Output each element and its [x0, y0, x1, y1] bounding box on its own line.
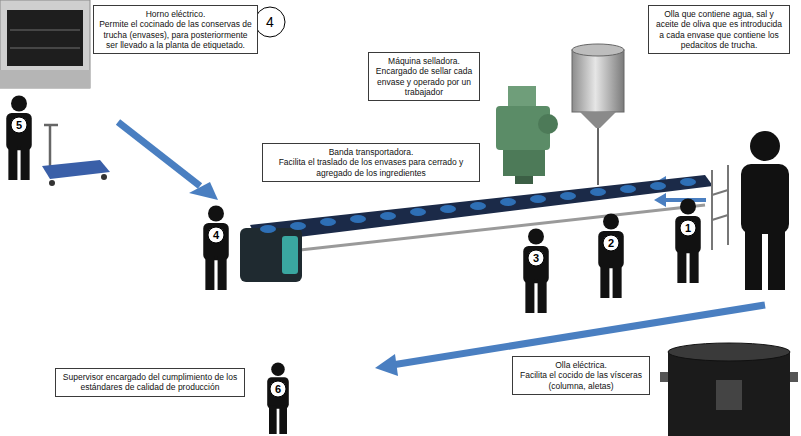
- callout-number: 4: [213, 230, 219, 241]
- box-text: Supervisor encargado del cumplimiento de…: [61, 372, 239, 393]
- note-box: Banda transportadora.Facilita el traslad…: [262, 143, 480, 182]
- callout-number: 6: [275, 384, 281, 395]
- workers: [6, 96, 789, 434]
- box-heading: Banda transportadora.: [268, 147, 474, 157]
- box-text: Encargado de sellar cada envase y operad…: [374, 66, 474, 97]
- note-box: Olla que contiene agua, sal y aceite de …: [648, 5, 790, 54]
- callout-number: 2: [608, 238, 614, 249]
- note-box: Máquina selladora.Encargado de sellar ca…: [368, 52, 480, 101]
- box-text: Facilita el cocido de las vísceras (colu…: [518, 370, 644, 391]
- callout-number: 5: [16, 120, 22, 131]
- conveyor-belt: [240, 175, 713, 282]
- box-text: Facilita el traslado de los envases para…: [268, 157, 474, 178]
- number-circles: [11, 7, 696, 397]
- box-heading: Olla eléctrica.: [518, 360, 644, 370]
- sealing-machine: [496, 86, 558, 184]
- electric-pot: [660, 343, 798, 436]
- brine-pot: [572, 44, 624, 185]
- box-heading: Horno eléctrico.: [99, 9, 252, 19]
- note-box: Supervisor encargado del cumplimiento de…: [55, 368, 245, 397]
- box-heading: Máquina selladora.: [374, 56, 474, 66]
- box-text: Olla que contiene agua, sal y aceite de …: [654, 9, 784, 50]
- note-box: Horno eléctrico.Permite el cocinado de l…: [93, 5, 258, 54]
- oven: [0, 0, 90, 88]
- box-text: Permite el cocinado de las conservas de …: [99, 19, 252, 50]
- flow-arrows: [118, 122, 765, 376]
- callout-number: 3: [533, 253, 539, 264]
- cart: [42, 125, 110, 186]
- shelf-rack: [712, 165, 728, 250]
- note-box: Olla eléctrica.Facilita el cocido de las…: [512, 356, 650, 395]
- callout-number: 1: [685, 223, 691, 234]
- callout-number: 4: [266, 15, 274, 29]
